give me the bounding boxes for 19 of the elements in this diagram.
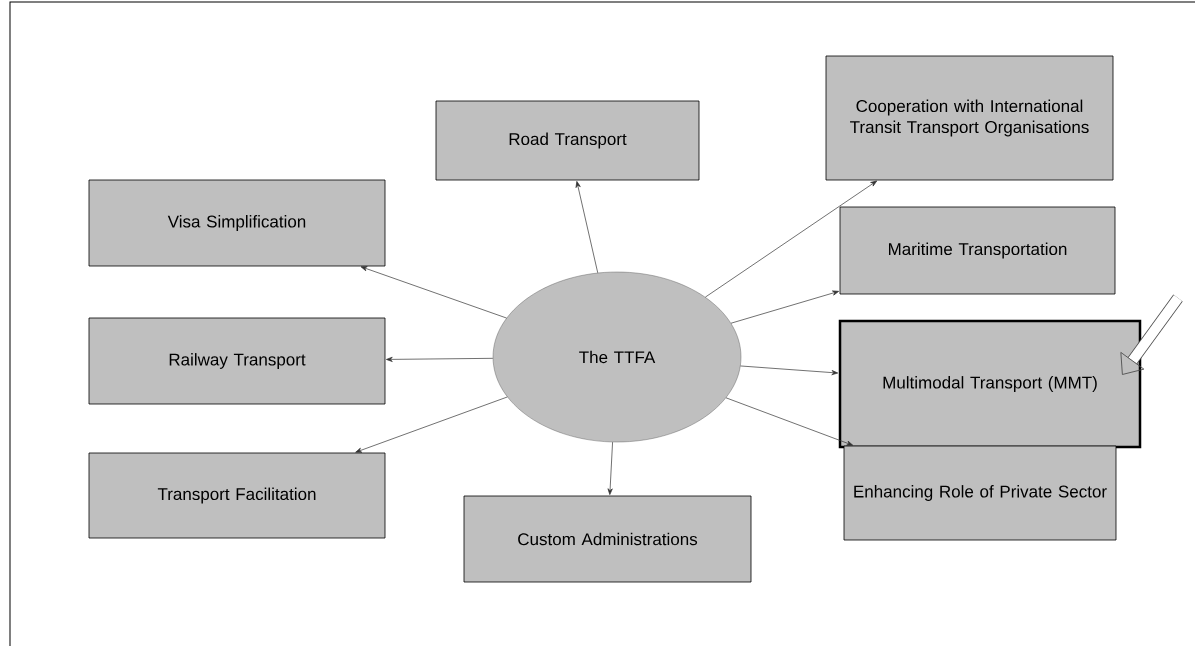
topic-box: Enhancing Role of Private Sector: [843, 445, 1117, 541]
topic-box: Custom Administrations: [463, 495, 752, 583]
arrow: [607, 441, 613, 495]
arrow: [355, 396, 508, 453]
topic-box: Transport Facilitation: [88, 452, 386, 539]
topic-box: Railway Transport: [88, 317, 386, 405]
topic-box: Maritime Transportation: [839, 206, 1116, 295]
topic-box: Multimodal Transport (MMT): [838, 319, 1142, 449]
topic-box: Visa Simplification: [88, 179, 386, 267]
block-arrow: [1120, 294, 1183, 375]
arrow: [705, 180, 878, 298]
arrow: [730, 290, 839, 324]
topic-box: Road Transport: [435, 100, 700, 181]
arrow: [386, 356, 494, 362]
arrow: [360, 266, 507, 319]
topic-box: Cooperation with International Transit Transport Organisations: [825, 55, 1114, 181]
arrow: [575, 181, 599, 274]
arrow: [725, 397, 854, 446]
arrow: [740, 365, 839, 376]
